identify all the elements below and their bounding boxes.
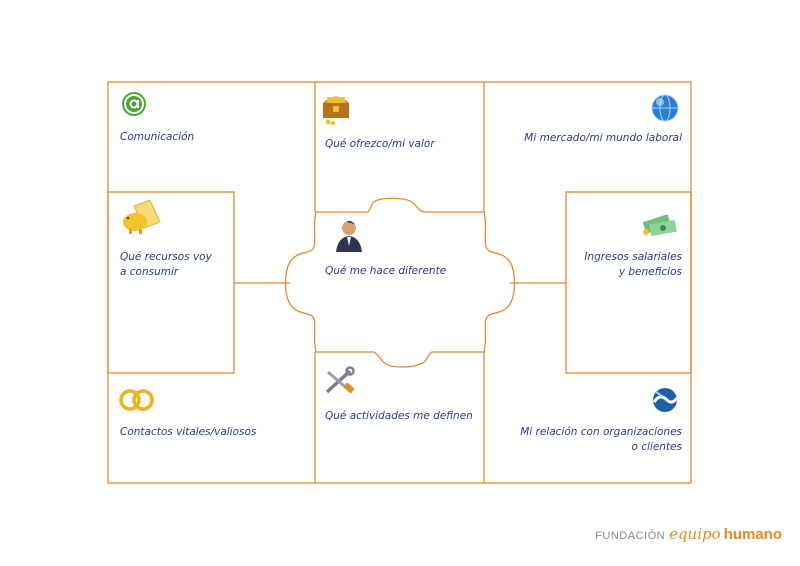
tools-icon [325, 366, 355, 394]
box-ingresos [565, 191, 692, 374]
label-actividades: Qué actividades me definen [325, 410, 473, 422]
piggy-bank-folder-icon [123, 199, 161, 234]
at-sign-icon [122, 92, 146, 116]
label-mercado: Mi mercado/mi mundo laboral [524, 132, 682, 144]
label-que-ofrezco: Qué ofrezco/mi valor [325, 138, 435, 150]
brand-word-humano: humano [723, 526, 782, 543]
money-bills-icon [642, 214, 677, 237]
person-icon [336, 220, 362, 252]
puzzle-piece [284, 197, 516, 368]
label-comunicacion: Comunicación [120, 131, 195, 143]
label-relacion-1: Mi relación con organizaciones [520, 426, 682, 438]
brand-word-equipo: equipo [669, 525, 721, 543]
label-relacion-2: o clientes [631, 441, 682, 453]
handshake-icon [652, 388, 679, 412]
label-recursos-1: Qué recursos voy [120, 251, 212, 263]
label-contactos: Contactos vitales/valiosos [120, 426, 257, 438]
label-recursos-2: a consumir [120, 266, 179, 278]
label-ingresos-2: y beneficios [618, 266, 682, 278]
rings-icon [119, 389, 154, 411]
treasure-chest-icon [323, 96, 349, 125]
label-ingresos-1: Ingresos salariales [584, 251, 682, 263]
brand-prefix: FUNDACIÓN [595, 530, 666, 542]
globe-icon [651, 94, 679, 122]
label-diferente: Qué me hace diferente [325, 265, 447, 277]
